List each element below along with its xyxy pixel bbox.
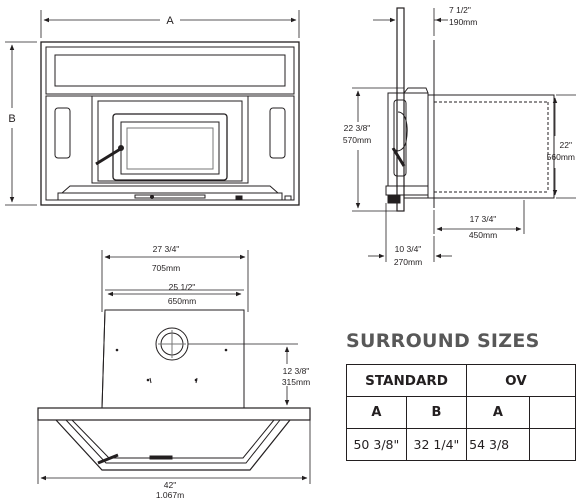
col-oversize-a: A [466,396,530,429]
dim-side-top-in: 7 1/2" [449,5,471,15]
dim-side-right-height [552,94,576,199]
dim-top-inner-width [105,289,244,297]
dim-side-right-in: 22" [560,140,572,150]
dim-side-bottom-depth [433,200,525,234]
dim-side-top-mm: 190mm [449,17,477,27]
dim-side-bottom-mm: 450mm [469,230,497,240]
surround-sizes-table-wrap: STANDARD OV A B A 50 3/8" 32 1/4" 54 3/8 [346,364,576,484]
dim-side-front-mm: 270mm [394,257,422,267]
col-standard-a: A [346,396,407,429]
front-view [40,41,300,206]
dim-side-left-height [352,87,404,212]
dim-top-inner-in: 25 1/2" [169,282,196,292]
dim-front-height [5,41,37,206]
dim-side-left-mm: 570mm [343,135,371,145]
col-standard-b: B [405,396,468,429]
header-standard: STANDARD [346,364,468,397]
dim-side-front-in: 10 3/4" [395,244,422,254]
cell-standard-a: 50 3/8" [346,428,407,461]
dim-side-top-depth [373,8,448,36]
cell-oversize-a: 54 3/8 [466,428,530,461]
dim-top-outer-in: 27 3/4" [153,244,180,254]
dim-top-flue-mm: 315mm [282,377,310,387]
col-oversize-b [528,396,576,429]
dim-side-left-in: 22 3/8" [344,123,371,133]
dim-label-b: B [8,113,15,125]
dim-top-surround-width [37,420,311,484]
dim-top-flue-offset [188,343,298,409]
dim-side-front-offset [368,203,452,262]
table-row: 50 3/8" 32 1/4" 54 3/8 [346,428,576,461]
header-oversize: OV [466,364,576,397]
cell-standard-b: 32 1/4" [405,428,468,461]
top-view [37,309,311,471]
dim-label-a: A [166,15,174,27]
cell-oversize-b [528,428,576,461]
dim-top-surround-mm: 1.067m [156,490,184,500]
surround-sizes-table: STANDARD OV A B A 50 3/8" 32 1/4" 54 3/8 [346,364,576,461]
dim-top-outer-mm: 705mm [152,263,180,273]
dim-top-surround-in: 42" [164,480,176,490]
dim-side-bottom-in: 17 3/4" [470,214,497,224]
side-view [385,7,555,212]
dim-top-outer-width [101,250,249,312]
surround-sizes-title: SURROUND SIZES [346,330,540,352]
dim-front-width [40,10,300,38]
dim-top-inner-mm: 650mm [168,296,196,306]
dim-top-flue-in: 12 3/8" [283,366,310,376]
dim-side-right-mm: 560mm [547,152,575,162]
